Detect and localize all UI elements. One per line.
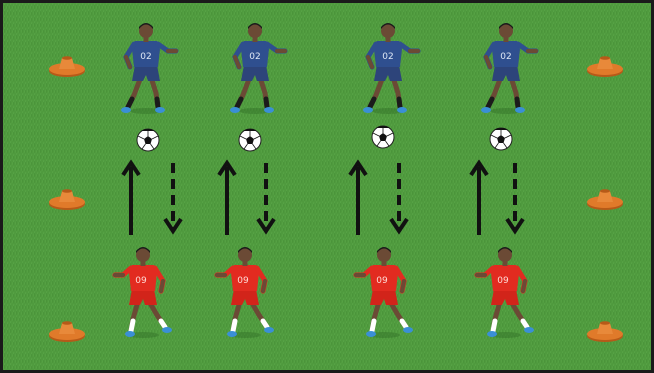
arrow-up-head [469,159,489,177]
pitch [3,3,651,370]
arrow-down-head [256,217,276,235]
soccer-field: 02 09 [3,3,651,370]
arrow-up-head [121,159,141,177]
soccer-ball-icon [371,125,395,149]
arrow-down-head [163,217,183,235]
soccer-ball-icon [136,128,160,152]
soccer-ball-icon [238,128,262,152]
arrow-up-head [348,159,368,177]
passing-arrows [121,159,525,235]
soccer-ball-icon [489,127,513,151]
arrow-up-head [217,159,237,177]
arrow-down-head [505,217,525,235]
arrow-down-head [389,217,409,235]
